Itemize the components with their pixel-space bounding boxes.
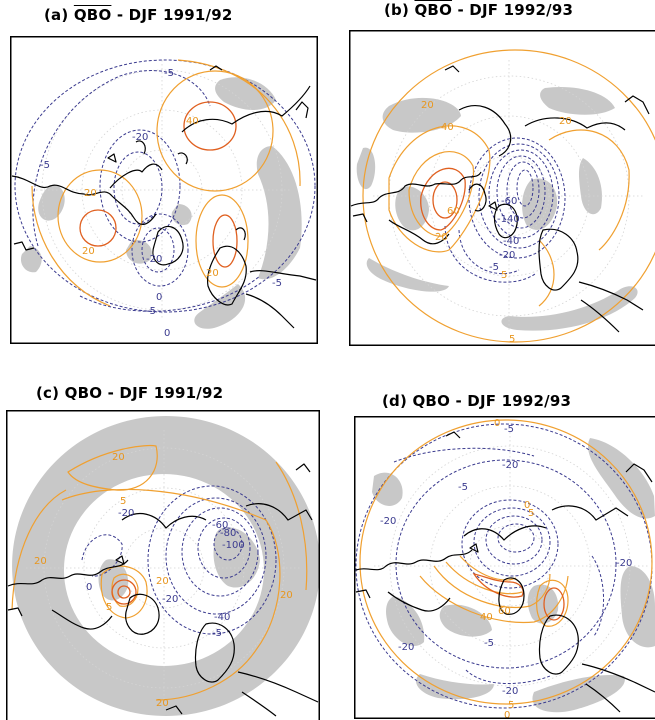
panel-c-label: 0	[86, 582, 92, 593]
panel-d-label: -20	[502, 460, 518, 471]
panel-b-strong-contours	[420, 167, 466, 231]
panel-d-label: -20	[616, 558, 632, 569]
panel-c-label: -20	[162, 594, 178, 605]
panel-c-label: 20	[112, 452, 125, 463]
panel-c-shading	[12, 416, 320, 716]
panel-a-coastlines	[11, 65, 317, 329]
panel-a-label: -5	[272, 278, 282, 289]
panel-d-positive-contours	[359, 419, 653, 705]
panel-d-label: -20	[380, 516, 396, 527]
panel-c-label: -60	[212, 520, 228, 531]
panel-a-label: -20	[146, 254, 162, 265]
panel-b-map: 20 40 20 60 20 -140 -60 -40 -20 5 -5 5	[349, 30, 655, 346]
panel-d-label: 5	[528, 508, 534, 519]
panel-c-label: -100	[222, 540, 245, 551]
panel-d-strong-contours	[472, 573, 565, 621]
panel-b-shading	[356, 86, 638, 331]
panel-c-coastlines	[7, 463, 319, 717]
panel-b-frame	[349, 30, 655, 346]
panel-d-labels: 0 -5 -20 -5 -20 40 60 5 -20 -20 0 -5 -20…	[380, 418, 632, 719]
panel-c-strong-contours	[111, 579, 137, 605]
panel-a-label: -5	[164, 68, 174, 79]
panel-c-svg: 20 5 -20 -60 -80 -100 20 20 20 -40 -5 0 …	[6, 410, 320, 720]
panel-a-label: -20	[132, 132, 148, 143]
panel-d-label: -5	[458, 482, 468, 493]
panel-a-title: (a) QBO - DJF 1991/92	[44, 6, 233, 24]
panel-b-label: -60	[501, 196, 517, 207]
panel-d-label: 5	[508, 700, 514, 711]
panel-a-label: -5	[40, 160, 50, 171]
panel-b-title: (b) QBO - DJF 1992/93	[384, 1, 574, 19]
panel-b-label: 5	[501, 270, 507, 281]
panel-b-label: 5	[509, 334, 515, 345]
panel-a-strong-contours	[79, 101, 238, 268]
panel-c-label: 5	[106, 602, 112, 613]
panel-c-label: -80	[220, 528, 236, 539]
panel-a-label: 0	[156, 292, 162, 303]
panel-d-title: (d) QBO - DJF 1992/93	[382, 392, 572, 410]
panel-a-label: 20	[206, 268, 219, 279]
panel-c-label: 20	[280, 590, 293, 601]
panel-d-negative-contours	[355, 423, 653, 709]
panel-d-svg: 0 -5 -20 -5 -20 40 60 5 -20 -20 0 -5 -20…	[354, 416, 655, 719]
panel-c-label: 20	[156, 576, 169, 587]
panel-d-label: -5	[504, 424, 514, 435]
panel-b-positive-contours	[362, 49, 655, 343]
panel-d-label: 60	[498, 606, 511, 617]
panel-c-label: -20	[118, 508, 134, 519]
panel-a-negative-contours	[14, 59, 316, 313]
panel-c-label: 20	[34, 556, 47, 567]
panel-b-label: 20	[559, 116, 572, 127]
panel-a-positive-contours	[31, 59, 301, 307]
panel-b-label: -5	[489, 262, 499, 273]
panel-b-label: 20	[421, 100, 434, 111]
panel-b-label: -140	[497, 214, 520, 225]
panel-a-label: 20	[82, 246, 95, 257]
panel-c-label: -40	[214, 612, 230, 623]
panel-b-label: -40	[503, 236, 519, 247]
panel-b-label: 20	[435, 232, 448, 243]
panel-d-map: 0 -5 -20 -5 -20 40 60 5 -20 -20 0 -5 -20…	[354, 416, 655, 719]
panel-c-labels: 20 5 -20 -60 -80 -100 20 20 20 -40 -5 0 …	[34, 452, 293, 709]
panel-a-label: 40	[186, 116, 199, 127]
panel-d-label: 0	[504, 710, 510, 719]
panel-c-frame	[6, 410, 320, 720]
panel-b-labels: 20 40 20 60 20 -140 -60 -40 -20 5 -5 5	[421, 100, 572, 345]
panel-d-frame	[354, 416, 655, 719]
panel-b-label: 60	[447, 206, 460, 217]
panel-c-label: 5	[120, 496, 126, 507]
panel-a-map: -5 -5 -5 -20 -20 40 20 20 20 -5 0 0	[10, 36, 318, 344]
panel-a-labels: -5 -5 -5 -20 -20 40 20 20 20 -5 0 0	[40, 68, 282, 339]
panel-a-frame	[10, 36, 318, 344]
panel-d-label: 0	[494, 418, 500, 429]
panel-c-title: (c) QBO - DJF 1991/92	[36, 384, 224, 402]
panel-c-label: 20	[156, 698, 169, 709]
panel-b-negative-contours	[444, 137, 566, 283]
panel-b-label: -20	[499, 250, 515, 261]
panel-c-label: -5	[212, 628, 222, 639]
panel-c-negative-contours	[81, 485, 277, 635]
panel-d-label: -5	[484, 638, 494, 649]
panel-c-map: 20 5 -20 -60 -80 -100 20 20 20 -40 -5 0 …	[6, 410, 320, 720]
panel-d-label: 40	[480, 612, 493, 623]
panel-a-svg: -5 -5 -5 -20 -20 40 20 20 20 -5 0 0	[10, 36, 318, 344]
panel-a-label: 0	[164, 328, 170, 339]
panel-c-positive-contours	[11, 444, 308, 701]
panel-b-svg: 20 40 20 60 20 -140 -60 -40 -20 5 -5 5	[349, 30, 655, 346]
panel-d-label: -20	[502, 686, 518, 697]
panel-d-coastlines	[355, 431, 655, 713]
panel-d-label: -20	[398, 642, 414, 653]
panel-a-label: -5	[146, 306, 156, 317]
panel-b-coastlines	[350, 65, 650, 333]
panel-a-shading	[20, 77, 302, 329]
panel-d-label: 0	[524, 500, 530, 511]
panel-d-shading	[372, 438, 655, 713]
panel-a-label: 20	[84, 188, 97, 199]
panel-b-label: 40	[441, 122, 454, 133]
